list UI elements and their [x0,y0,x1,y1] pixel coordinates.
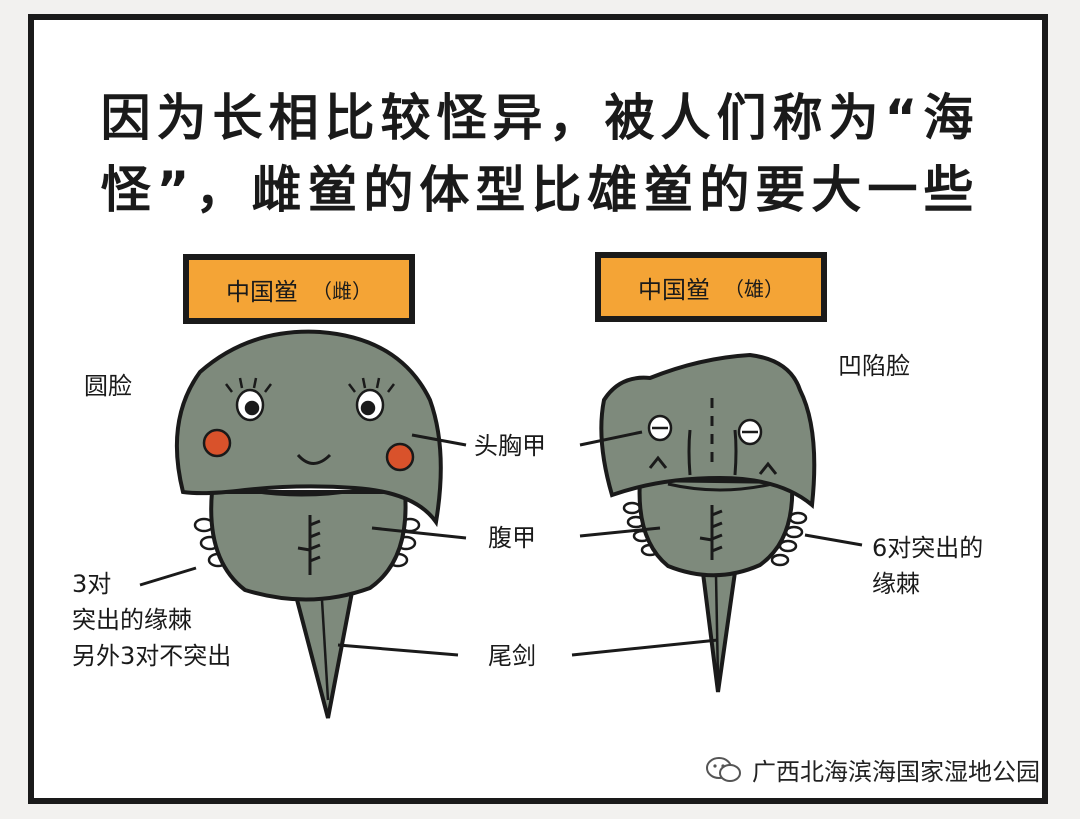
title-line-1: 因为长相比较怪异，被人们称为“海 [100,89,980,147]
female-spines-line-2: 突出的缘棘 [72,606,192,634]
male-abdomen [637,477,795,578]
female-label-box: 中国鲎 （雌） [183,254,415,324]
female-spines-note: 3对 突出的缘棘 另外3对不突出 [72,566,231,674]
female-face-label: 圆脸 [84,372,132,400]
wechat-icon [706,756,741,782]
footer-text: 广西北海滨海国家湿地公园 [752,758,1040,786]
male-crab [599,352,817,693]
head-label: 头胸甲 [474,432,546,460]
male-label-box: 中国鲎 （雄） [595,252,827,322]
annotation-lines [139,430,863,657]
male-spines-note: 6对突出的 缘棘 [872,530,983,602]
male-face-label: 凹陷脸 [838,352,910,380]
male-spines-line-2: 缘棘 [872,570,920,598]
abdomen-label: 腹甲 [488,524,536,552]
female-abdomen [209,490,408,602]
female-spines-line-1: 3对 [72,570,112,598]
male-label: 中国鲎 [638,275,710,304]
footer-watermark: 广西北海滨海国家湿地公园 [704,752,1040,787]
title-line-2: 怪”，雌鲎的体型比雄鲎的要大一些 [100,161,980,219]
female-carapace [174,329,443,528]
tail-label: 尾剑 [488,642,536,670]
female-label: 中国鲎 [226,277,298,306]
male-carapace [599,352,817,509]
male-sex: （雄） [724,276,784,301]
male-spines-line-1: 6对突出的 [872,534,984,562]
female-spines-line-3: 另外3对不突出 [72,642,232,670]
female-sex: （雌） [312,278,372,303]
female-crab [174,329,443,719]
